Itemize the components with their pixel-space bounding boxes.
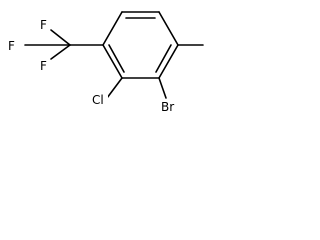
bond-ring-to-br: [158, 77, 167, 99]
fluorine-label-bottom: F: [40, 59, 47, 73]
bond-ring-to-cl: [106, 77, 123, 99]
cl-label-bg: [91, 92, 108, 106]
double-bond-c5-c6: [108, 44, 125, 73]
fluorine-label-top: F: [40, 18, 47, 32]
bond-c-f1: [50, 29, 71, 46]
f1-label-bg: [38, 17, 50, 31]
fluorine-label-left: F: [8, 39, 15, 53]
molecule-structure: F F F Cl Br: [6, 11, 204, 114]
double-bond-c3-c4: [155, 44, 172, 73]
br-label-bg: [160, 99, 178, 113]
ring-bond-c6-c1: [102, 11, 123, 46]
bond-c-f3: [50, 44, 71, 60]
ring-bond-c2-c3: [158, 11, 179, 46]
ring-bond-c3-c4: [158, 44, 179, 79]
f2-label-bg: [6, 38, 18, 52]
chlorine-label: Cl: [92, 93, 104, 107]
ring-bond-c5-c6: [102, 44, 123, 79]
structure-canvas: F F F Cl Br: [0, 0, 210, 127]
f3-label-bg: [38, 58, 50, 72]
bromine-label: Br: [161, 100, 174, 114]
